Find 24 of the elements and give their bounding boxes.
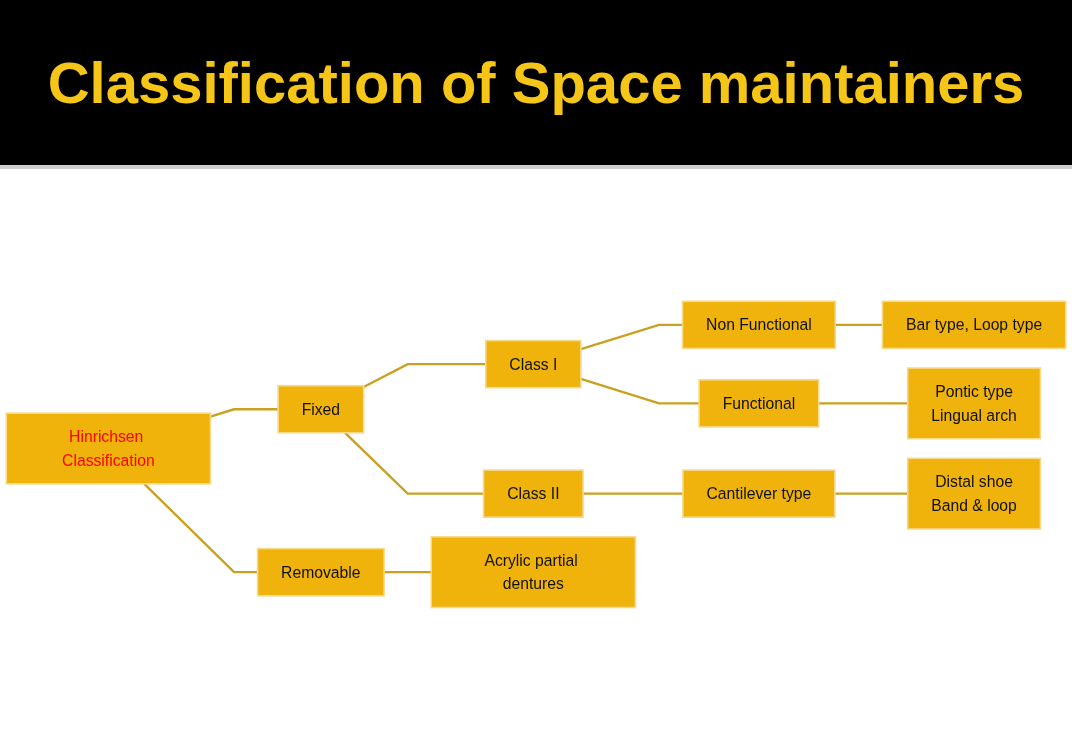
node-box: Cantilever type bbox=[682, 468, 836, 518]
node-box: Distal shoe Band & loop bbox=[906, 457, 1042, 530]
connector bbox=[834, 492, 908, 495]
slide-title: Classification of Space maintainers bbox=[47, 49, 1025, 116]
connector bbox=[143, 482, 258, 573]
node-box: Class I bbox=[485, 339, 582, 389]
connector bbox=[363, 362, 486, 388]
node-box: Acrylic partial dentures bbox=[430, 535, 637, 608]
connector bbox=[344, 431, 484, 495]
node-box: Non Functional bbox=[681, 300, 837, 349]
connector bbox=[835, 323, 883, 326]
node-box: Fixed bbox=[277, 384, 365, 434]
connector bbox=[583, 492, 683, 495]
connector bbox=[210, 407, 279, 418]
node-box: Class II bbox=[482, 468, 584, 518]
connector bbox=[384, 570, 432, 573]
connector bbox=[580, 323, 683, 350]
node-box: Hinrichsen Classification bbox=[5, 412, 212, 485]
connector bbox=[580, 377, 700, 405]
connector bbox=[818, 401, 908, 405]
node-box: Pontic type Lingual arch bbox=[906, 366, 1042, 440]
node-box: Removable bbox=[256, 547, 385, 597]
node-box: Functional bbox=[698, 378, 820, 428]
node-box: Bar type, Loop type bbox=[881, 300, 1067, 349]
